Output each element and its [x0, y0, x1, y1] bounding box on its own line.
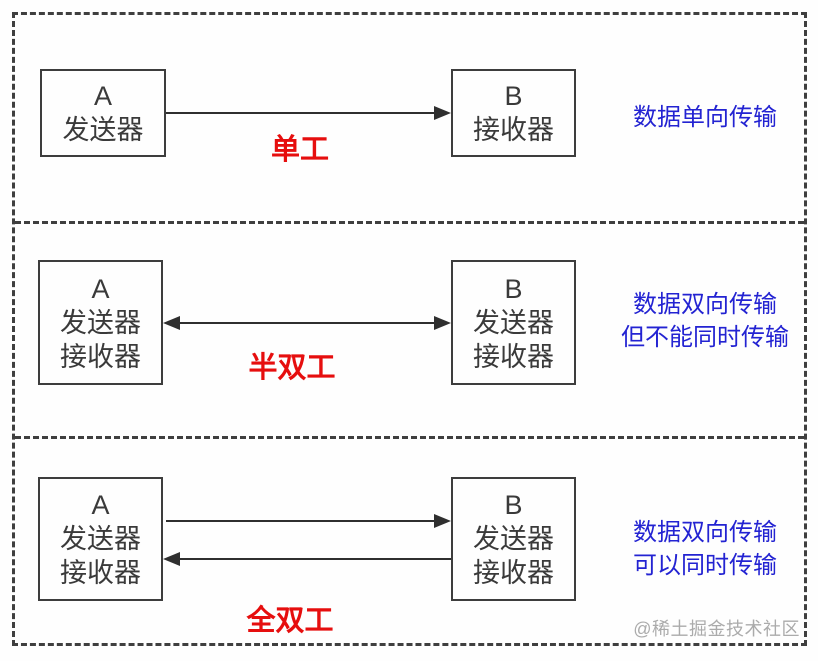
device-title: B — [504, 81, 523, 111]
arrowhead-right-icon — [434, 514, 451, 528]
arrow-line — [166, 112, 434, 114]
device-role-label: 接收器 — [473, 341, 554, 372]
arrow-line — [180, 322, 434, 324]
dashed-frame — [12, 12, 807, 646]
device-title: A — [93, 81, 112, 111]
device-box-b-fullduplex: B 发送器 接收器 — [451, 477, 576, 601]
arrowhead-right-icon — [434, 316, 451, 330]
mode-label-halfduplex: 半双工 — [248, 352, 336, 384]
device-box-a-fullduplex: A 发送器 接收器 — [38, 477, 163, 601]
description-simplex: 数据单向传输 — [598, 101, 812, 134]
device-box-a-halfduplex: A 发送器 接收器 — [38, 260, 163, 385]
description-line: 数据双向传输 — [633, 519, 777, 546]
device-role-label: 接收器 — [60, 341, 141, 372]
description-halfduplex: 数据双向传输 但不能同时传输 — [598, 288, 812, 354]
panel-divider-halfduplex-fullduplex — [15, 436, 804, 439]
device-role-label: 发送器 — [60, 307, 141, 338]
device-box-b-halfduplex: B 发送器 接收器 — [451, 260, 576, 385]
description-line: 数据双向传输 — [633, 291, 777, 318]
arrow-line — [180, 558, 451, 560]
device-role-label: 接收器 — [473, 115, 554, 145]
device-role-label: 发送器 — [60, 524, 141, 554]
arrowhead-left-icon — [163, 316, 180, 330]
device-box-b-simplex: B 接收器 — [451, 69, 576, 157]
arrow-line — [166, 520, 434, 522]
device-title: B — [504, 273, 523, 304]
device-role-label: 发送器 — [62, 115, 144, 145]
device-role-label: 发送器 — [473, 307, 554, 338]
device-role-label: 接收器 — [473, 558, 554, 588]
device-title: A — [91, 490, 110, 520]
mode-label-fullduplex: 全双工 — [246, 605, 334, 637]
description-line: 数据单向传输 — [633, 104, 777, 131]
arrowhead-right-icon — [434, 106, 451, 120]
description-fullduplex: 数据双向传输 可以同时传输 — [598, 516, 812, 582]
panel-divider-simplex-halfduplex — [15, 221, 804, 224]
device-title: A — [91, 273, 110, 304]
watermark: @稀土掘金技术社区 — [633, 619, 800, 639]
device-title: B — [504, 490, 523, 520]
arrowhead-left-icon — [163, 552, 180, 566]
description-line: 但不能同时传输 — [621, 324, 789, 351]
device-role-label: 接收器 — [60, 558, 141, 588]
mode-label-simplex: 单工 — [270, 134, 329, 166]
description-line: 可以同时传输 — [633, 552, 777, 579]
device-role-label: 发送器 — [473, 524, 554, 554]
device-box-a-simplex: A 发送器 — [40, 69, 166, 157]
